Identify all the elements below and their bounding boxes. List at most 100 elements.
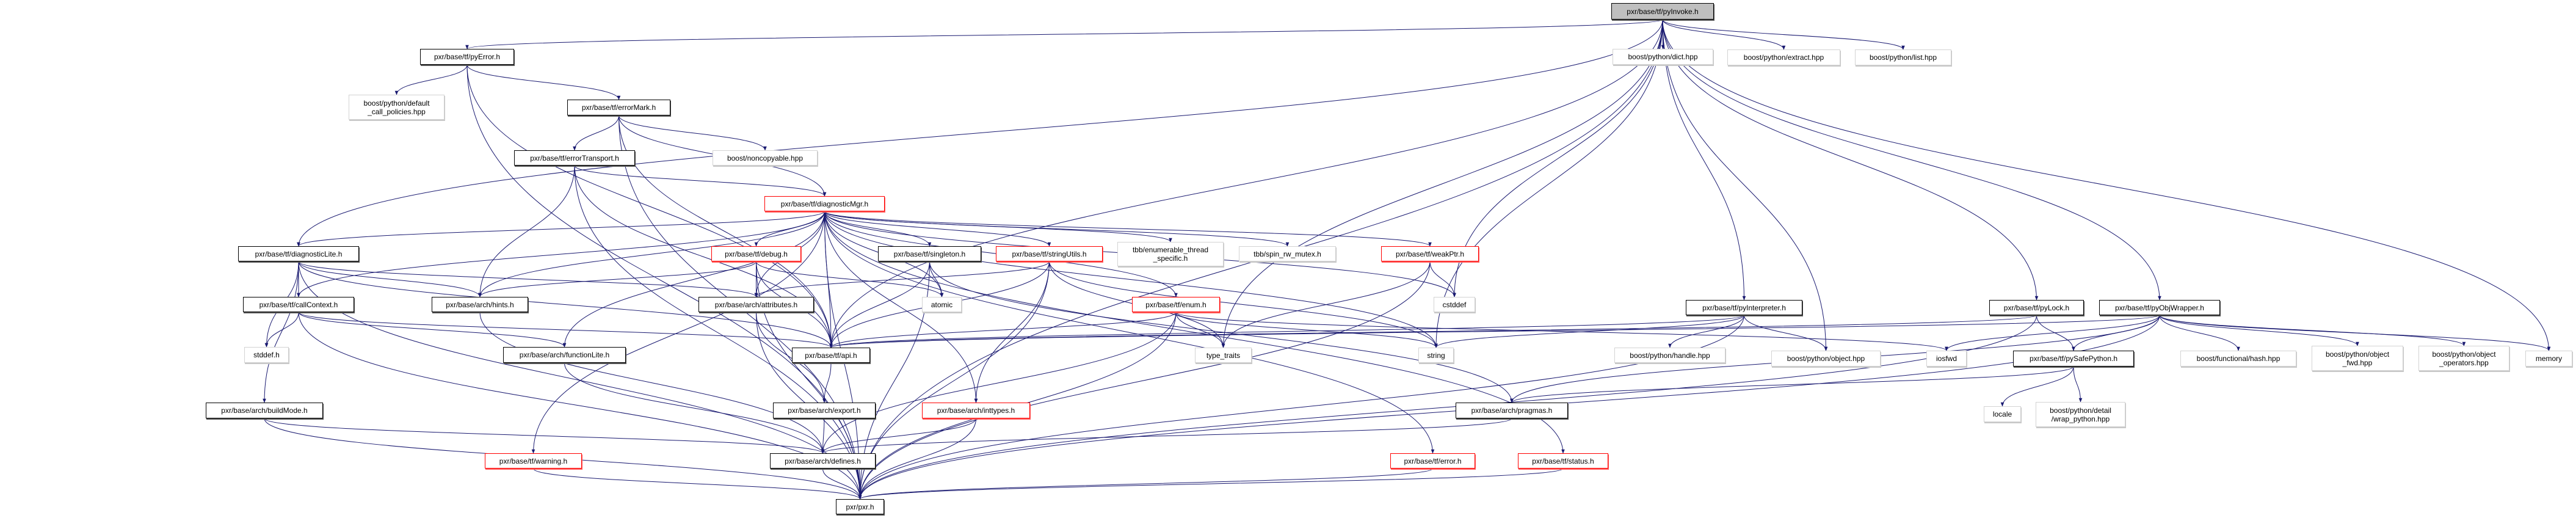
node-pragmas-h[interactable]: pxr/base/arch/pragmas.h bbox=[1456, 403, 1568, 418]
edge-pyError-to-errorMark bbox=[466, 64, 621, 100]
node-errormark-h[interactable]: pxr/base/tf/errorMark.h bbox=[567, 100, 670, 115]
node-memory: memory bbox=[2525, 351, 2572, 367]
edge-pyInvoke-to-pyError bbox=[465, 19, 1663, 49]
node-noncopyable-hpp: boost/noncopyable.hpp bbox=[713, 150, 818, 166]
edge-enum-to-iosfwd bbox=[1175, 312, 1948, 351]
edge-errorMark-to-noncopyable bbox=[619, 115, 767, 151]
node-dict-hpp: boost/python/dict.hpp bbox=[1613, 49, 1713, 65]
node-stddef-h: stddef.h bbox=[244, 347, 289, 363]
edge-enum-to-defines bbox=[821, 312, 1177, 454]
node-status-h[interactable]: pxr/base/tf/status.h bbox=[1518, 453, 1608, 469]
node-error-h[interactable]: pxr/base/tf/error.h bbox=[1390, 453, 1475, 469]
node-debug-h[interactable]: pxr/base/tf/debug.h bbox=[711, 246, 801, 261]
edge-errorTransport-to-diagMgr bbox=[574, 165, 827, 197]
node-type-traits: type_traits bbox=[1195, 348, 1252, 363]
edge-diagMgr-to-inttypes bbox=[824, 211, 978, 403]
edge-debug-to-atomic bbox=[756, 261, 944, 297]
node-export-h[interactable]: pxr/base/arch/export.h bbox=[773, 403, 876, 418]
node-extract-hpp: boost/python/extract.hpp bbox=[1727, 49, 1840, 65]
edge-singleton-to-atomic bbox=[929, 261, 944, 297]
edge-pyInvoke-to-memory bbox=[1662, 19, 2551, 351]
edge-attributes-to-export bbox=[756, 312, 826, 403]
node-callcontext-h[interactable]: pxr/base/tf/callContext.h bbox=[243, 297, 354, 312]
node-pyinvoke-h[interactable]: pxr/base/tf/pyInvoke.h bbox=[1611, 3, 1714, 20]
edge-diagMgr-to-api bbox=[824, 211, 833, 348]
node-pysafepython-h[interactable]: pxr/base/tf/pySafePython.h bbox=[2013, 351, 2134, 367]
edge-diagMgr-to-string bbox=[824, 211, 1438, 348]
edge-warning-to-pxr bbox=[533, 468, 862, 500]
edge-pySafePython-to-wrap bbox=[2073, 366, 2083, 403]
edge-status-to-pxr bbox=[858, 468, 1564, 500]
node-handle-hpp: boost/python/handle.hpp bbox=[1614, 348, 1725, 363]
edge-errorTransport-to-api bbox=[574, 165, 833, 348]
edge-enum-to-type_traits bbox=[1175, 312, 1225, 348]
node-diagnosticlite-h[interactable]: pxr/base/tf/diagnosticLite.h bbox=[238, 246, 359, 261]
node-buildmode-h[interactable]: pxr/base/arch/buildMode.h bbox=[206, 403, 323, 418]
edge-pyInvoke-to-pyInterpreter bbox=[1662, 19, 1746, 301]
node-string: string bbox=[1418, 348, 1454, 363]
edge-pyInterpreter-to-object bbox=[1744, 315, 1828, 351]
edge-pyObjWrapper-to-hash bbox=[2159, 315, 2240, 351]
node-weakptr-h[interactable]: pxr/base/tf/weakPtr.h bbox=[1381, 246, 1479, 261]
edge-singleton-to-pragmas bbox=[929, 261, 1514, 403]
edge-diagMgr-to-debug bbox=[754, 211, 825, 247]
node-spin-rw-mutex-h: tbb/spin_rw_mutex.h bbox=[1239, 246, 1336, 261]
edge-pyInterpreter-to-string bbox=[1434, 315, 1744, 348]
edge-pyObjWrapper-to-api bbox=[829, 315, 2160, 348]
node-stringutils-h[interactable]: pxr/base/tf/stringUtils.h bbox=[996, 246, 1103, 261]
edge-weakPtr-to-pxr bbox=[858, 261, 1431, 500]
node-enumerable-thread-specific-h: tbb/enumerable_thread _specific.h bbox=[1117, 242, 1224, 266]
edge-diagLite-to-hints bbox=[298, 261, 482, 297]
node-iosfwd: iosfwd bbox=[1926, 351, 1967, 367]
node-default-call-policies-hpp: boost/python/default _call_policies.hpp bbox=[349, 95, 444, 120]
edge-errorMark-to-errorTransport bbox=[573, 115, 619, 151]
edge-diagLite-to-attributes bbox=[298, 261, 758, 297]
node-hash-hpp: boost/functional/hash.hpp bbox=[2180, 351, 2296, 367]
edge-diagMgr-to-warning bbox=[531, 211, 825, 454]
edge-hints-to-defines bbox=[479, 312, 825, 454]
edge-pyInvoke-to-string bbox=[1434, 19, 1663, 348]
edge-error-to-pxr bbox=[858, 468, 1433, 500]
node-enum-h[interactable]: pxr/base/tf/enum.h bbox=[1132, 297, 1220, 312]
edge-functionLite-to-defines bbox=[564, 362, 825, 454]
edge-pyObjWrapper-to-object_operators bbox=[2159, 315, 2466, 346]
node-wrap-python-hpp: boost/python/detail /wrap_python.hpp bbox=[2036, 402, 2125, 427]
node-errortransport-h[interactable]: pxr/base/tf/errorTransport.h bbox=[514, 150, 635, 166]
node-pylock-h[interactable]: pxr/base/tf/pyLock.h bbox=[1989, 300, 2084, 315]
node-inttypes-h[interactable]: pxr/base/arch/inttypes.h bbox=[922, 403, 1030, 418]
edge-pyInvoke-to-object bbox=[1662, 19, 1828, 351]
node-attributes-h[interactable]: pxr/base/arch/attributes.h bbox=[698, 297, 814, 312]
edge-enum-to-string bbox=[1175, 312, 1438, 348]
edge-diagMgr-to-weakPtr bbox=[824, 211, 1432, 247]
edge-pyObjWrapper-to-object_fwd bbox=[2159, 315, 2359, 346]
node-pyobjwrapper-h[interactable]: pxr/base/tf/pyObjWrapper.h bbox=[2099, 300, 2220, 315]
edge-stringUtils-to-attributes bbox=[754, 261, 1050, 297]
node-singleton-h[interactable]: pxr/base/tf/singleton.h bbox=[878, 246, 981, 261]
edge-pyLock-to-api bbox=[829, 315, 2037, 348]
edge-defines-to-pxr bbox=[822, 468, 862, 500]
node-functionlite-h[interactable]: pxr/base/arch/functionLite.h bbox=[503, 347, 626, 363]
node-pyerror-h[interactable]: pxr/base/tf/pyError.h bbox=[420, 49, 514, 65]
edge-buildMode-to-defines bbox=[264, 418, 825, 454]
edge-diagMgr-to-functionLite bbox=[562, 211, 825, 348]
node-diagnosticmgr-h[interactable]: pxr/base/tf/diagnosticMgr.h bbox=[764, 196, 885, 211]
node-object-operators-hpp: boost/python/object _operators.hpp bbox=[2418, 346, 2509, 371]
edge-diagLite-to-buildMode bbox=[263, 261, 299, 403]
node-pyinterpreter-h[interactable]: pxr/base/tf/pyInterpreter.h bbox=[1686, 300, 1802, 315]
edge-pyInvoke-to-api bbox=[829, 19, 1663, 348]
edge-errorTransport-to-hints bbox=[478, 165, 575, 297]
node-pxr-h[interactable]: pxr/pxr.h bbox=[836, 499, 884, 514]
node-hints-h[interactable]: pxr/base/arch/hints.h bbox=[432, 297, 528, 312]
node-object-hpp: boost/python/object.hpp bbox=[1771, 351, 1881, 367]
edge-errorTransport-to-pxr bbox=[574, 165, 862, 500]
node-locale: locale bbox=[1984, 406, 2021, 422]
edge-diagMgr-to-error bbox=[824, 211, 1435, 454]
edge-pyInvoke-to-pyLock bbox=[1662, 19, 2039, 301]
node-defines-h[interactable]: pxr/base/arch/defines.h bbox=[770, 453, 876, 469]
edge-pyInvoke-to-cstddef bbox=[1453, 19, 1663, 297]
node-list-hpp: boost/python/list.hpp bbox=[1855, 49, 1951, 65]
node-api-h[interactable]: pxr/base/tf/api.h bbox=[792, 348, 870, 363]
edge-inttypes-to-pxr bbox=[858, 418, 976, 500]
node-warning-h[interactable]: pxr/base/tf/warning.h bbox=[485, 453, 582, 469]
edge-callContext-to-stddef bbox=[264, 312, 299, 348]
